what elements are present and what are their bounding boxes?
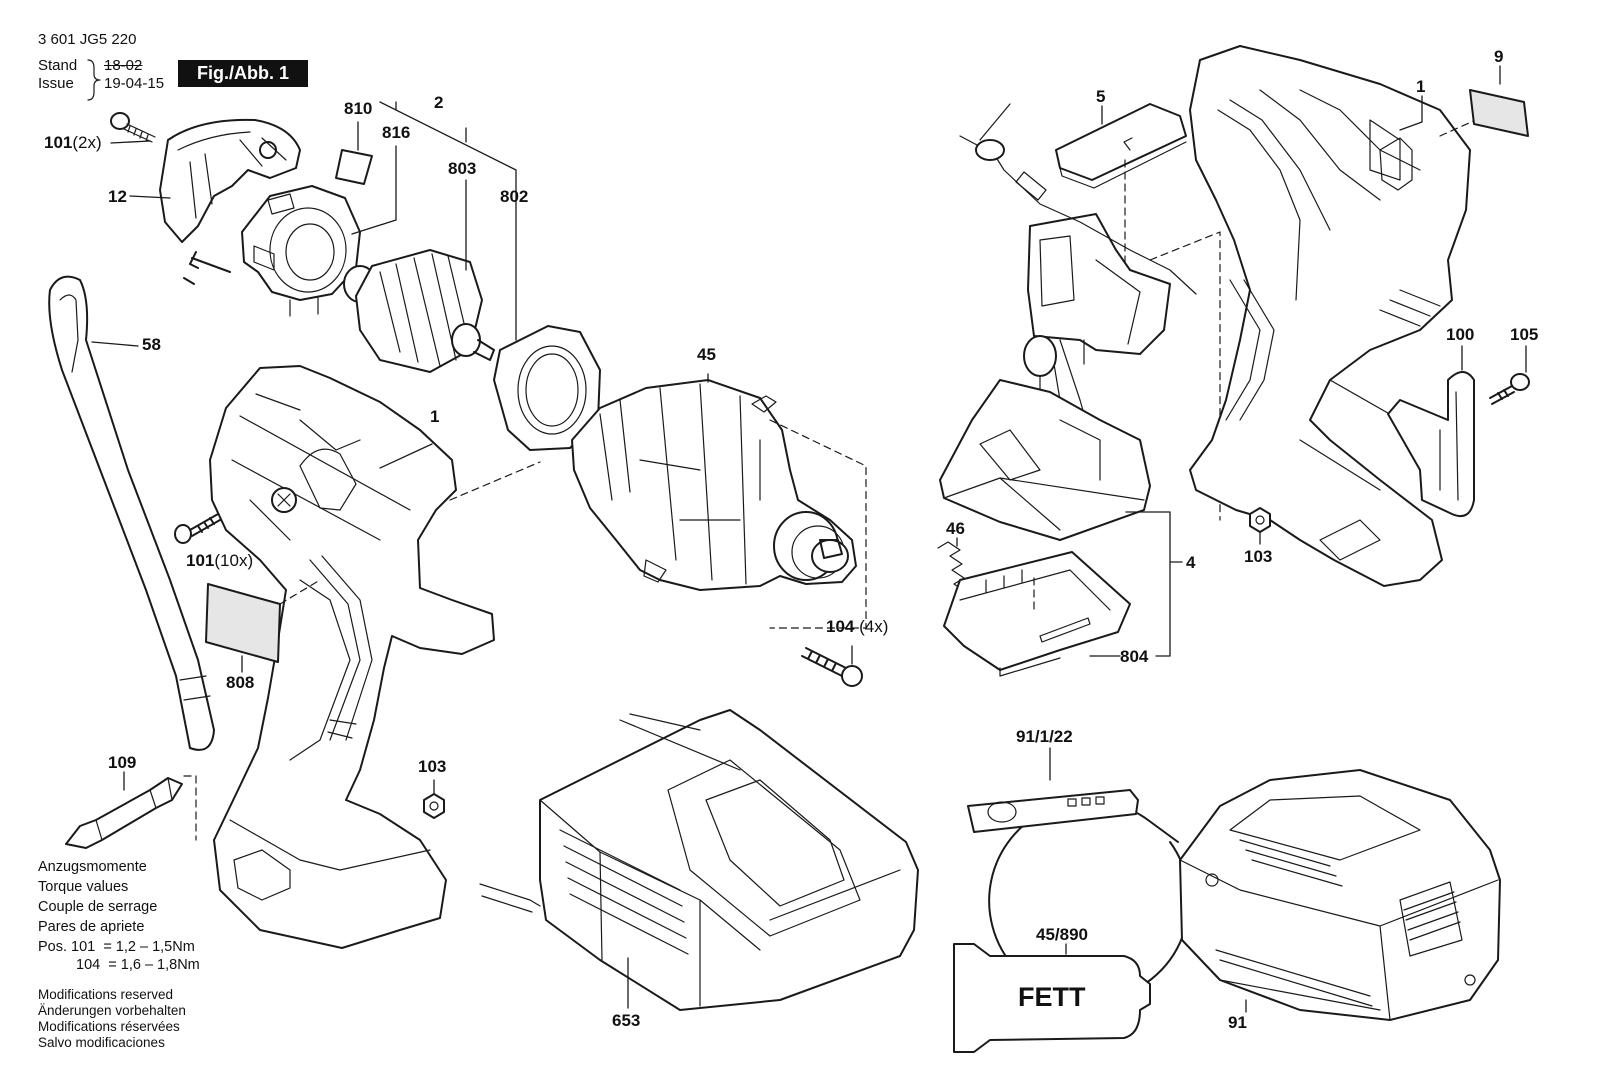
gear-housing-45 — [571, 373, 857, 591]
callout-45-890: 45/890 — [1036, 925, 1088, 944]
nut-103-left — [423, 779, 445, 819]
charger-653 — [479, 709, 919, 1011]
bit-109 — [65, 771, 197, 849]
modifications-es: Salvo modificaciones — [38, 1035, 165, 1050]
callout-46: 46 — [946, 519, 965, 538]
stand-label: Stand — [38, 57, 78, 74]
torque-title-fr: Couple de serrage — [38, 899, 158, 915]
assembly-dash-lines-45 — [449, 419, 867, 629]
label-9 — [1469, 65, 1529, 137]
belt-clip-100 — [1387, 345, 1475, 518]
torque-title-de: Anzugsmomente — [38, 859, 147, 875]
callout-2: 2 — [434, 93, 444, 112]
document-number: 3 601 JG5 220 — [38, 31, 137, 48]
header-brace — [87, 59, 101, 101]
callout-802: 802 — [500, 187, 529, 206]
bracket-2 — [379, 101, 517, 209]
callout-101-mid: 101(10x) — [186, 551, 254, 570]
control-board — [939, 379, 1151, 541]
callout-5: 5 — [1096, 87, 1106, 106]
torque-row-101: Pos. 101 = 1,2 – 1,5Nm — [38, 939, 195, 955]
callout-653: 653 — [612, 1011, 641, 1030]
bracket-4 — [1125, 511, 1183, 657]
callout-45: 45 — [697, 345, 716, 364]
screw-105 — [1489, 345, 1530, 405]
issue-date: 19-04-15 — [104, 75, 165, 92]
screw-101-top — [110, 112, 156, 144]
callout-12: 12 — [108, 187, 127, 206]
torque-title-en: Torque values — [38, 879, 129, 895]
label-808 — [205, 579, 321, 673]
callout-816: 816 — [382, 123, 411, 142]
callout-100: 100 — [1446, 325, 1475, 344]
callout-103-left: 103 — [418, 757, 447, 776]
switch-cover-5 — [1055, 103, 1187, 189]
battery-91 — [1179, 769, 1501, 1021]
callout-109: 109 — [108, 753, 137, 772]
modifications-de: Änderungen vorbehalten — [38, 1003, 186, 1018]
callout-103-right: 103 — [1244, 547, 1273, 566]
figure-label: Fig./Abb. 1 — [178, 60, 308, 87]
callout-9: 9 — [1494, 47, 1504, 66]
magnet-ring-802 — [493, 207, 601, 451]
callout-91: 91 — [1228, 1013, 1247, 1032]
modifications-fr: Modifications réservées — [38, 1019, 180, 1034]
modifications-en: Modifications reserved — [38, 987, 174, 1002]
carbon-brush-810 — [335, 121, 373, 185]
armature-803 — [343, 179, 495, 373]
issue-label: Issue — [38, 75, 74, 92]
callout-58: 58 — [142, 335, 161, 354]
housing-half-1-left — [209, 365, 495, 949]
callout-4: 4 — [1186, 553, 1196, 572]
strap-58 — [48, 275, 215, 751]
callout-91-1-22: 91/1/22 — [1016, 727, 1073, 746]
brush-spring-clip — [183, 251, 231, 285]
contact-plate-804 — [943, 551, 1131, 677]
callout-105: 105 — [1510, 325, 1539, 344]
brush-holder-816 — [241, 145, 397, 317]
grease-label: FETT — [1018, 982, 1086, 1012]
callout-1-right: 1 — [1416, 77, 1426, 96]
housing-half-1-right — [1189, 45, 1481, 587]
switch-module — [959, 103, 1197, 471]
callout-803: 803 — [448, 159, 477, 178]
callout-104: 104 (4x) — [826, 617, 889, 636]
callout-808: 808 — [226, 673, 255, 692]
callout-810: 810 — [344, 99, 373, 118]
screw-101-mid — [174, 513, 221, 544]
callout-101-top: 101(2x) — [44, 133, 102, 152]
torque-title-es: Pares de apriete — [38, 919, 145, 935]
nut-103-right — [1249, 507, 1271, 545]
torque-row-104: 104 = 1,6 – 1,8Nm — [76, 957, 200, 973]
grease-tube — [953, 943, 1151, 1053]
callout-804: 804 — [1120, 647, 1149, 666]
screw-104 — [801, 645, 863, 687]
callout-1-left: 1 — [430, 407, 440, 426]
cover-12 — [129, 118, 301, 243]
stand-date: 18-02 — [104, 57, 143, 74]
